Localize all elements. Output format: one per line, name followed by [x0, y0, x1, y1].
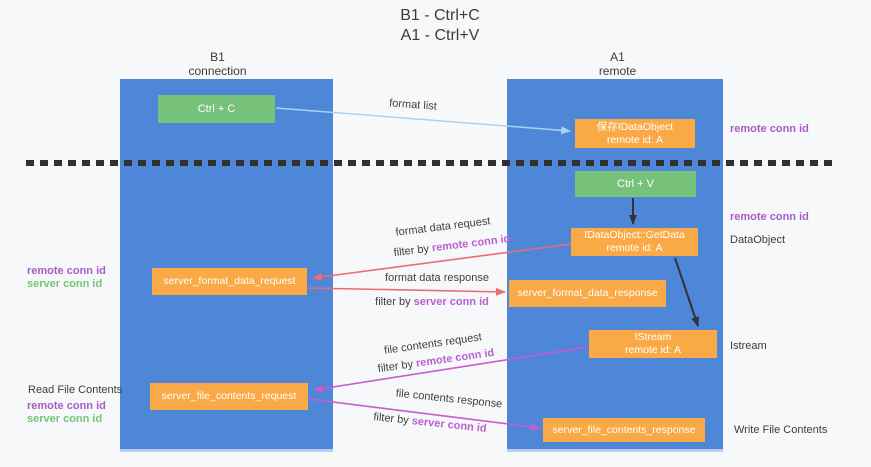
format-data-response-filter-label: filter by server conn id: [357, 296, 507, 308]
diagram-title: B1 - Ctrl+C A1 - Ctrl+V: [330, 6, 550, 46]
filter-by-text: filter by: [372, 411, 413, 428]
lane-header-b1: B1 connection: [120, 50, 315, 78]
format-data-response-label: format data response: [385, 272, 489, 284]
lane-b1-role: connection: [188, 64, 247, 78]
lane-header-a1: A1 remote: [520, 50, 715, 78]
lane-a1-role: remote: [598, 64, 637, 78]
istream-line1: IStream: [634, 331, 672, 343]
server-format-data-response-box: server_format_data_response: [509, 280, 666, 307]
write-file-contents-label: Write File Contents: [734, 424, 828, 436]
istream-box: IStream remote id: A: [589, 330, 717, 358]
file-contents-response-label: file contents response: [395, 387, 503, 411]
lane-a1-name: A1: [610, 50, 625, 64]
istream-line2: remote id: A: [624, 344, 682, 356]
getdata-box: IDataObject::GetData remote id: A: [571, 228, 698, 256]
server-format-data-request-box: server_format_data_request: [152, 268, 307, 295]
server-file-contents-response-box: server_file_contents_response: [543, 418, 705, 442]
save-idataobject-line1: 保存IDataObject: [596, 120, 674, 133]
getdata-line2: remote id: A: [606, 242, 663, 254]
dashed-separator: [26, 160, 833, 166]
istream-label: Istream: [730, 340, 767, 352]
title-line-1: B1 - Ctrl+C: [400, 7, 480, 24]
remote-conn-id-label-left2: remote conn id: [27, 400, 106, 412]
filter-by-text: filter by: [393, 242, 433, 260]
remote-conn-id-label-left1: remote conn id: [27, 265, 106, 277]
format-list-label: format list: [388, 97, 438, 113]
server-conn-id-label-left2: server conn id: [27, 413, 103, 425]
server-file-contents-request-box: server_file_contents_request: [150, 383, 308, 410]
filter-by-text: filter by: [377, 357, 417, 376]
remote-conn-id-highlight: remote conn id: [431, 232, 511, 255]
save-idataobject-line2: remote id: A: [606, 133, 664, 146]
server-conn-id-highlight: server conn id: [413, 296, 489, 308]
dataobject-label: DataObject: [730, 234, 786, 246]
lane-b1-name: B1: [210, 50, 225, 64]
ctrl-c-box: Ctrl + C: [158, 95, 275, 123]
remote-conn-id-label-top: remote conn id: [730, 123, 809, 135]
format-data-response-arrow: [307, 287, 506, 296]
save-idataobject-box: 保存IDataObject remote id: A: [575, 119, 695, 148]
ctrl-v-box: Ctrl + V: [575, 171, 696, 197]
filter-by-text: filter by: [375, 296, 414, 308]
file-contents-response-filter-label: filter by server conn id: [355, 409, 505, 437]
read-file-contents-label: Read File Contents: [28, 384, 123, 396]
server-conn-id-highlight: server conn id: [411, 415, 488, 435]
title-line-2: A1 - Ctrl+V: [400, 27, 480, 44]
remote-conn-id-label-mid: remote conn id: [730, 211, 809, 223]
server-conn-id-label-left1: server conn id: [27, 278, 103, 290]
getdata-line1: IDataObject::GetData: [584, 229, 685, 241]
